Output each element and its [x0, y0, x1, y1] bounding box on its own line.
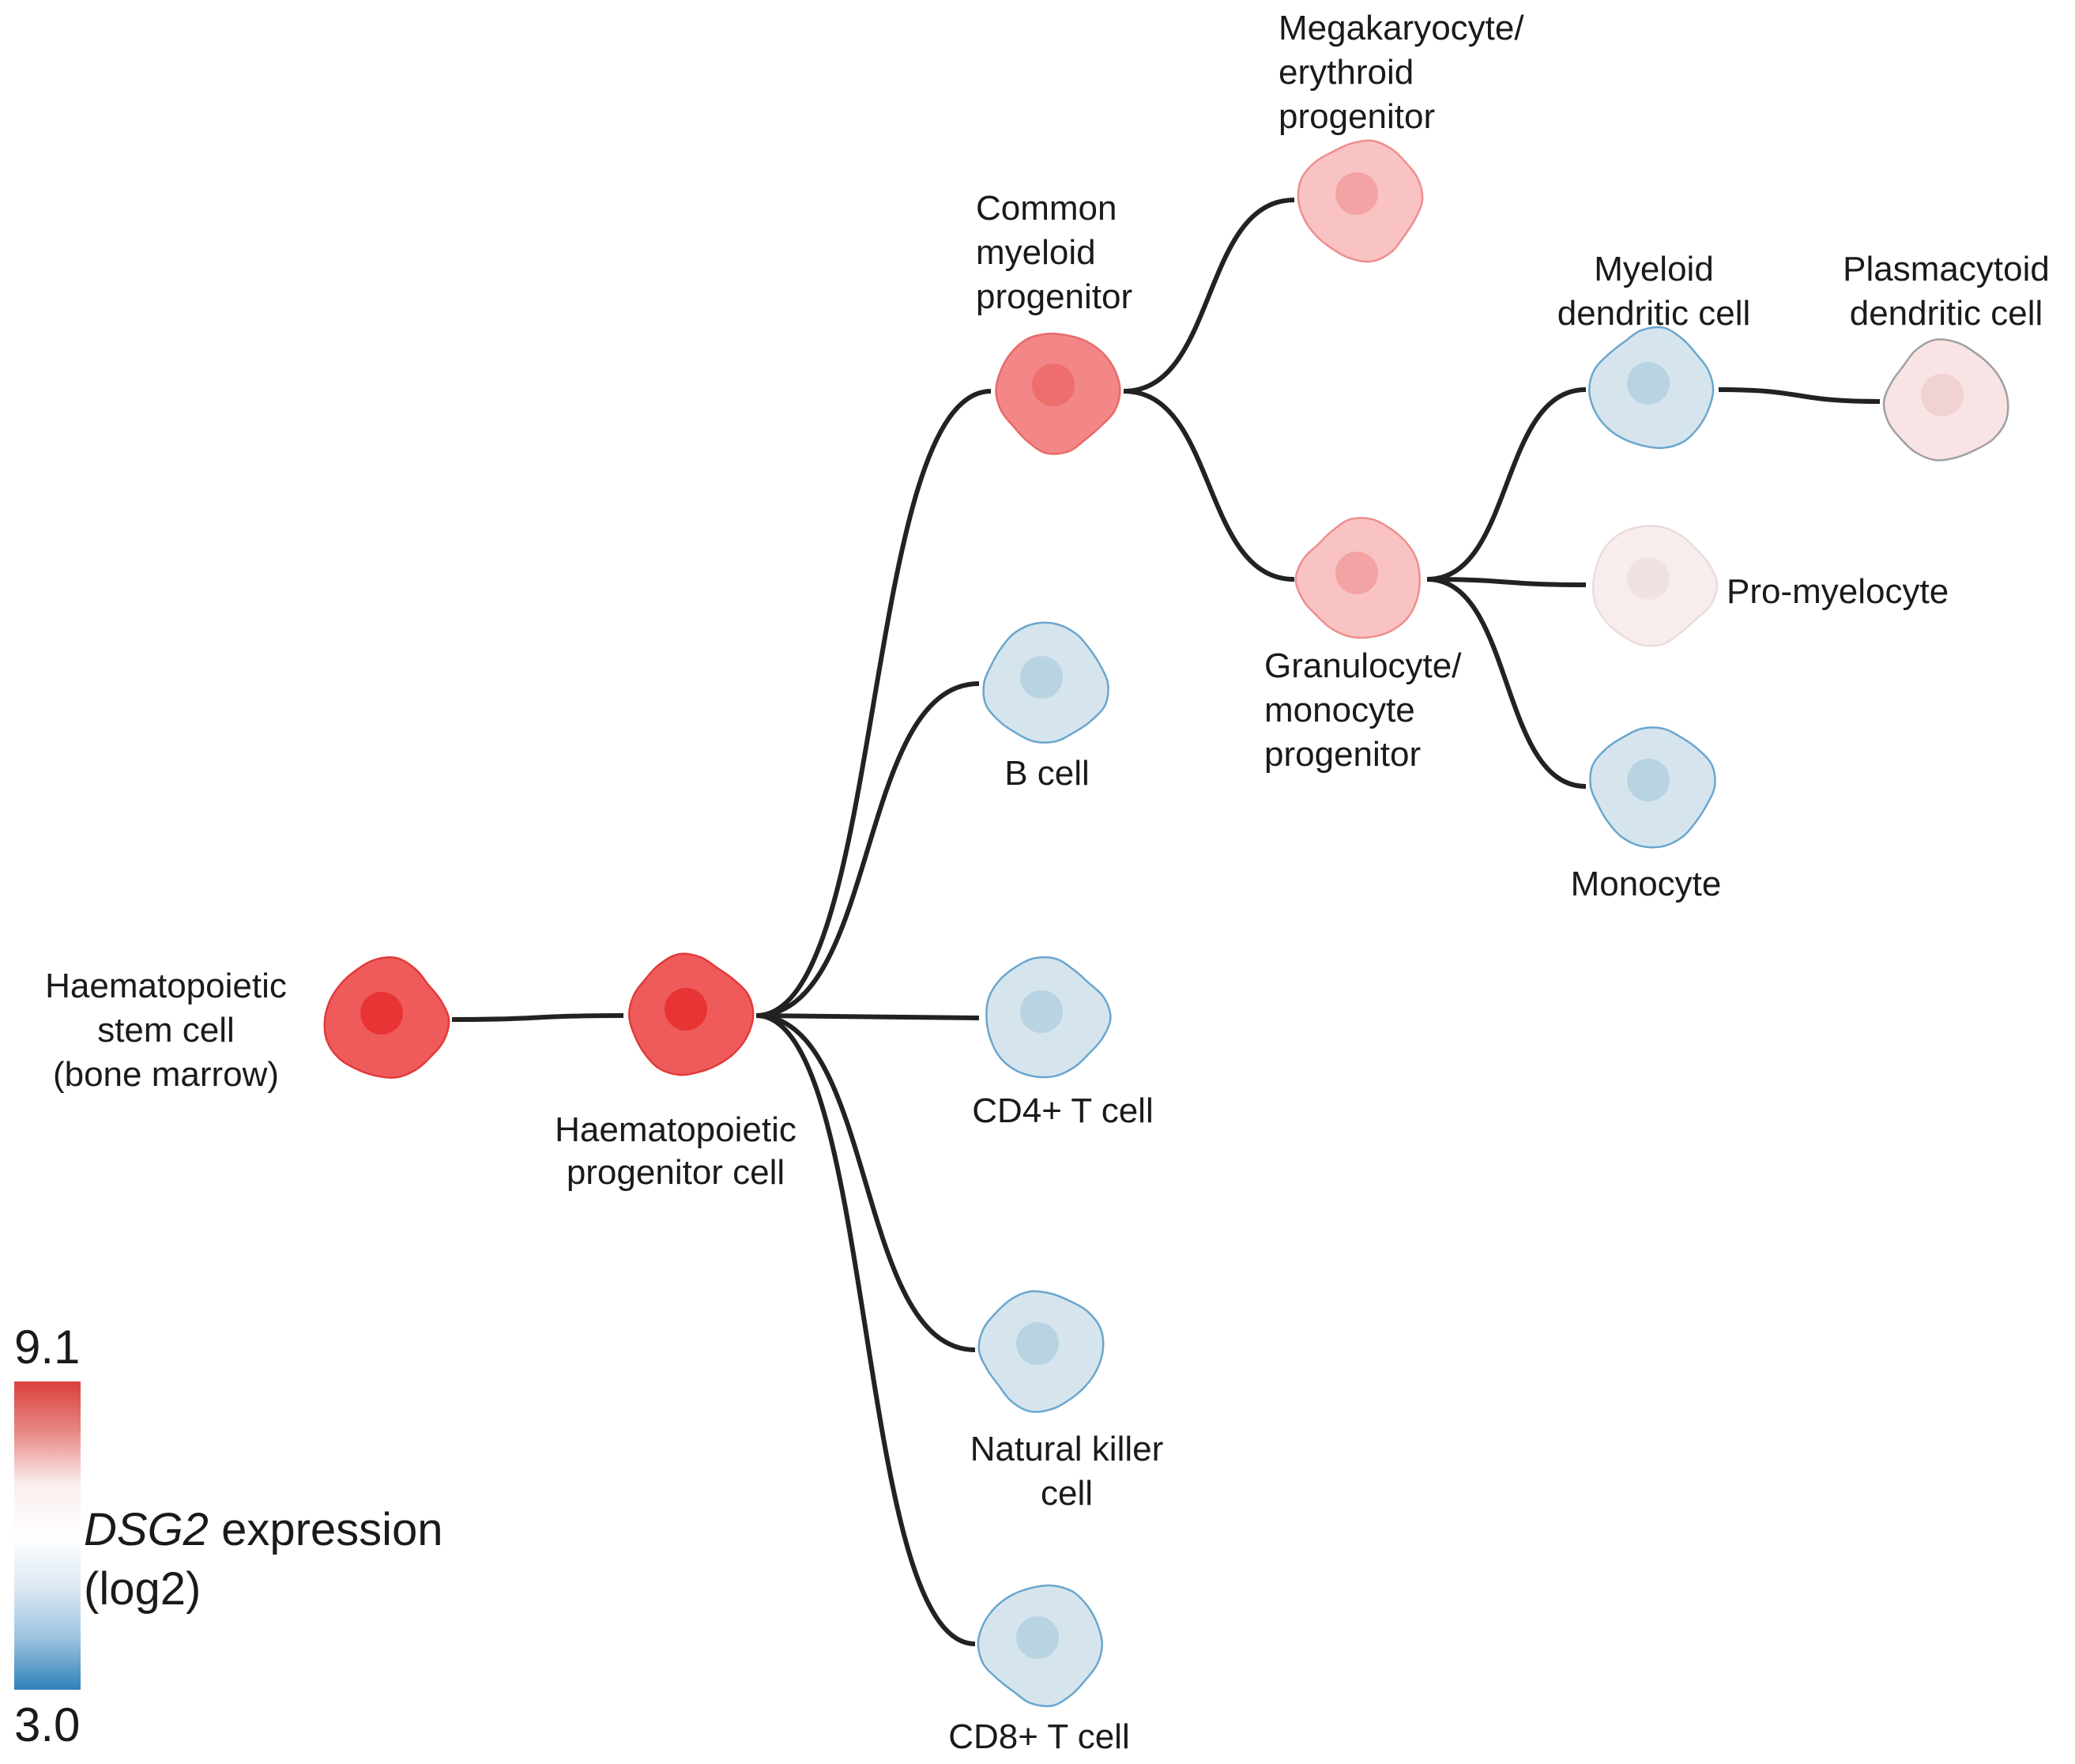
cell-label-mep: Megakaryocyte/erythroid progenitor	[1279, 9, 1524, 136]
edge-hpc-to-nk	[755, 1013, 976, 1352]
cell-label-line: dendritic cell	[1557, 294, 1751, 333]
cell-mep	[1297, 139, 1424, 263]
cell-nucleus-mono	[1627, 759, 1670, 801]
cell-label-line: B cell	[1004, 754, 1090, 793]
cell-label-cd8: CD8+ T cell	[948, 1717, 1129, 1756]
cell-nucleus-hsc	[360, 992, 403, 1035]
cell-label-line: Monocyte	[1571, 865, 1722, 903]
edge-cmp-to-gmp	[1123, 389, 1295, 582]
edge-hpc-to-cd4	[755, 1013, 980, 1020]
cell-label-line: Natural killer	[970, 1430, 1164, 1468]
cell-label-line: cell	[1041, 1474, 1093, 1513]
cell-cd4	[985, 956, 1112, 1079]
legend-title: DSG2 expression	[84, 1504, 443, 1555]
cell-label-nk: Natural killer cell	[970, 1430, 1164, 1513]
edge-gmp-to-promyelo	[1426, 577, 1587, 587]
legend-title-rest: expression	[209, 1504, 443, 1555]
cell-label-line: erythroid	[1279, 53, 1414, 92]
cell-label-line: myeloid	[976, 233, 1096, 272]
cell-nucleus-mep	[1335, 172, 1378, 215]
edge-gmp-to-mdc	[1426, 387, 1587, 582]
cell-cmp	[995, 332, 1121, 455]
cell-label-line: Haematopoietic	[45, 967, 287, 1005]
edge-mdc-to-pdc	[1718, 387, 1881, 404]
cell-nucleus-pdc	[1921, 374, 1964, 416]
cell-nk	[977, 1290, 1105, 1413]
cell-hpc	[628, 952, 755, 1076]
cell-bcell	[982, 621, 1109, 744]
cell-label-line: CD8+ T cell	[948, 1717, 1129, 1756]
cell-label-gmp: Granulocyte/monocyte progenitor	[1264, 646, 1462, 774]
cell-gmp	[1294, 517, 1421, 639]
cell-nucleus-cd8	[1016, 1616, 1059, 1659]
edges	[451, 198, 1881, 1646]
cell-nucleus-hpc	[665, 988, 707, 1031]
cell-hsc	[323, 956, 450, 1079]
cell-nucleus-promyelo	[1627, 557, 1670, 600]
cell-label-cmp: Common myeloid progenitor	[976, 189, 1132, 316]
cell-label-line: stem cell	[97, 1011, 235, 1050]
cell-label-line: (bone marrow)	[53, 1055, 279, 1094]
cell-label-line: progenitor	[976, 277, 1132, 316]
edge-cmp-to-mep	[1123, 198, 1295, 394]
cell-label-line: Megakaryocyte/	[1279, 9, 1524, 47]
cell-label-hsc: Haematopoietic stem cell (bone marrow)	[45, 967, 287, 1094]
cell-nucleus-nk	[1016, 1322, 1059, 1365]
edge-hpc-to-cmp	[755, 389, 992, 1018]
edge-hsc-to-hpc	[451, 1013, 624, 1022]
color-legend: 9.1 3.0 DSG2 expression (log2)	[14, 1321, 443, 1751]
edge-gmp-to-mono	[1426, 577, 1587, 789]
cell-label-line: Common	[976, 189, 1117, 228]
cell-nucleus-bcell	[1020, 656, 1063, 699]
cell-label-line: Myeloid	[1594, 250, 1714, 288]
legend-min-label: 3.0	[14, 1698, 80, 1751]
cell-label-mdc: Myeloid dendritic cell	[1557, 250, 1751, 333]
cells	[323, 139, 2009, 1708]
cell-label-cd4: CD4+ T cell	[972, 1091, 1153, 1130]
cell-nucleus-cd4	[1020, 990, 1063, 1033]
legend-max-label: 9.1	[14, 1321, 80, 1374]
cell-cd8	[977, 1584, 1104, 1708]
cell-nucleus-mdc	[1627, 362, 1670, 405]
cell-nucleus-gmp	[1335, 552, 1378, 594]
cell-mono	[1589, 726, 1716, 849]
cell-label-line: CD4+ T cell	[972, 1091, 1153, 1130]
legend-unit: (log2)	[84, 1563, 201, 1615]
cell-label-line: progenitor	[1264, 735, 1421, 774]
cell-promyelo	[1592, 525, 1719, 647]
cell-label-line: progenitor cell	[567, 1153, 785, 1192]
cell-label-mono: Monocyte	[1571, 865, 1722, 903]
cell-label-line: Granulocyte/	[1264, 646, 1462, 685]
cell-label-pdc: Plasmacytoid dendritic cell	[1843, 250, 2050, 333]
edge-hpc-to-cd8	[755, 1013, 976, 1646]
legend-colorbar	[14, 1381, 81, 1690]
cell-label-line: Haematopoietic	[555, 1110, 796, 1149]
cell-label-line: progenitor	[1279, 97, 1435, 136]
cell-label-bcell: B cell	[1004, 754, 1090, 793]
cell-label-line: monocyte	[1264, 691, 1415, 729]
cell-label-line: Plasmacytoid	[1843, 250, 2050, 288]
legend-gene: DSG2	[84, 1504, 209, 1555]
cell-label-line: Pro-myelocyte	[1727, 572, 1949, 611]
cell-label-line: dendritic cell	[1850, 294, 2043, 333]
edge-hpc-to-bcell	[755, 681, 980, 1018]
cell-mdc	[1588, 326, 1715, 450]
cell-pdc	[1882, 338, 2009, 462]
cell-label-promyelo: Pro-myelocyte	[1727, 572, 1949, 611]
cell-label-hpc: Haematopoietic progenitor cell	[555, 1110, 796, 1192]
cell-nucleus-cmp	[1032, 364, 1075, 406]
